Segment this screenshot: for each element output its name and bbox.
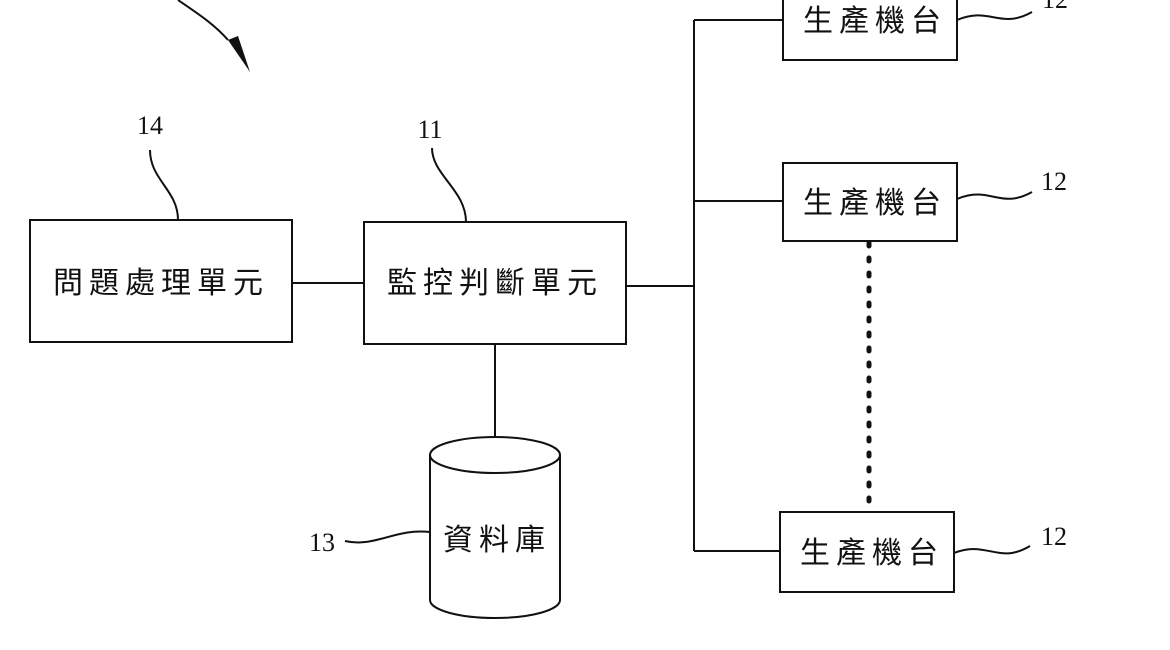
ref-12-last: 12 bbox=[1041, 522, 1067, 551]
production-machine-label-top: 生產機台 bbox=[803, 4, 947, 39]
monitor-judgment-unit-label: 監控判斷單元 bbox=[387, 266, 603, 301]
production-machine-box-last bbox=[779, 511, 955, 593]
ref-12-2: 12 bbox=[1041, 167, 1067, 196]
problem-handling-unit-box bbox=[29, 219, 293, 343]
leader-14 bbox=[149, 149, 179, 221]
leader-13 bbox=[344, 530, 431, 544]
production-machine-label-last: 生產機台 bbox=[800, 536, 944, 571]
leader-12-2 bbox=[956, 191, 1033, 200]
monitor-judgment-unit-box bbox=[363, 221, 627, 345]
ref-14: 14 bbox=[137, 111, 163, 140]
database-label: 資料庫 bbox=[443, 523, 551, 558]
database-cylinder bbox=[429, 436, 561, 619]
ref-12-top: 12 bbox=[1042, 0, 1068, 14]
leader-12-top bbox=[956, 11, 1033, 21]
production-machine-label-2: 生產機台 bbox=[803, 186, 947, 221]
arrowhead-icon bbox=[228, 36, 250, 72]
leader-11 bbox=[431, 147, 467, 223]
leader-12-last bbox=[953, 545, 1031, 555]
ref-13: 13 bbox=[309, 528, 335, 557]
production-machine-box-2 bbox=[782, 162, 958, 242]
problem-handling-unit-label: 問題處理單元 bbox=[53, 266, 269, 301]
system-pointer-arrow bbox=[177, 0, 229, 41]
ref-11: 11 bbox=[417, 115, 442, 144]
